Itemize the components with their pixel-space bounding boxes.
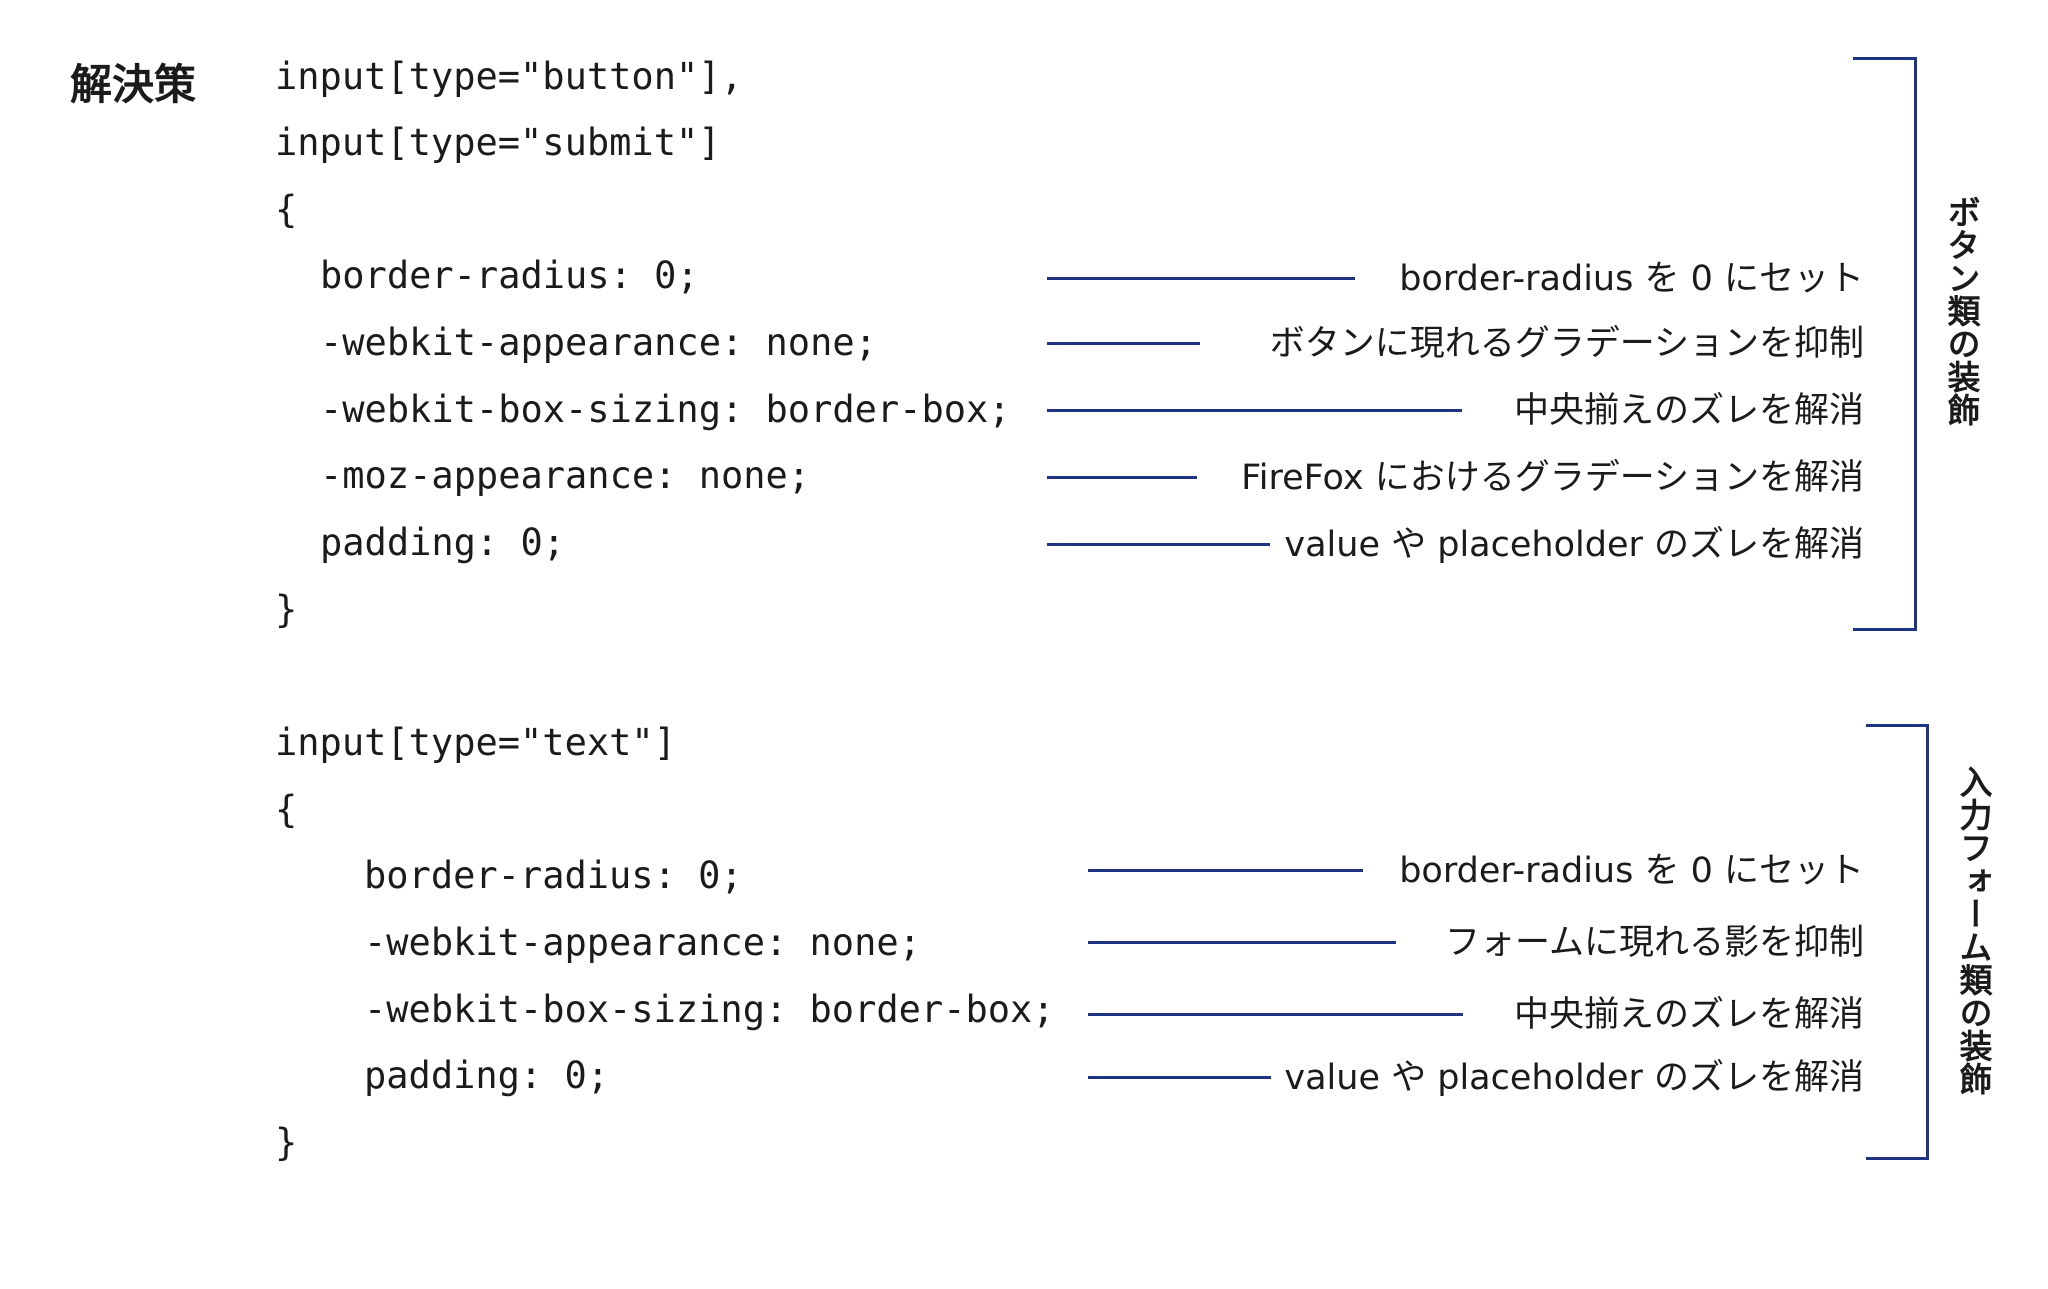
leader-line [1047, 476, 1197, 479]
annotation-note: border-radius を 0 にセット [1399, 851, 1864, 891]
leader-line [1047, 409, 1462, 412]
annotation-note: 中央揃えのズレを解消 [1513, 391, 1864, 431]
leader-line [1088, 869, 1363, 872]
code-line: border-radius: 0; [364, 854, 743, 897]
code-line: input[type="submit"] [275, 121, 721, 164]
code-line: input[type="text"] [275, 721, 676, 764]
leader-line [1047, 543, 1270, 546]
leader-line [1047, 342, 1200, 345]
code-line: { [275, 788, 298, 831]
code-line: -webkit-appearance: none; [364, 921, 921, 964]
annotation-note: 中央揃えのズレを解消 [1513, 995, 1864, 1035]
annotation-note: value や placeholder のズレを解消 [1284, 525, 1864, 565]
leader-line [1088, 941, 1396, 944]
leader-line [1047, 277, 1355, 280]
code-line: } [275, 588, 298, 631]
leader-line [1088, 1013, 1463, 1016]
annotation-note: border-radius を 0 にセット [1399, 259, 1864, 299]
code-line: border-radius: 0; [320, 254, 699, 297]
code-line: -webkit-appearance: none; [320, 321, 877, 364]
code-line: { [275, 188, 298, 231]
heading-solution: 解決策 [70, 60, 197, 109]
code-line: -webkit-box-sizing: border-box; [364, 988, 1055, 1031]
bracket-buttons [1853, 57, 1917, 631]
code-line: } [275, 1121, 298, 1164]
code-line: -moz-appearance: none; [320, 454, 811, 497]
bracket-label-text-input: 入力フォーム類の装飾 [1954, 765, 1993, 1095]
leader-line [1088, 1076, 1271, 1079]
code-line: -webkit-box-sizing: border-box; [320, 388, 1011, 431]
bracket-label-buttons: ボタン類の装飾 [1942, 195, 1981, 426]
code-line: padding: 0; [364, 1054, 610, 1097]
annotation-note: ボタンに現れるグラデーションを抑制 [1269, 324, 1864, 364]
code-line: padding: 0; [320, 521, 566, 564]
annotation-note: value や placeholder のズレを解消 [1284, 1058, 1864, 1098]
bracket-text-input [1866, 724, 1929, 1160]
annotation-note: フォームに現れる影を抑制 [1445, 923, 1864, 963]
code-line: input[type="button"], [275, 55, 743, 98]
annotation-note: FireFox におけるグラデーションを解消 [1241, 458, 1864, 498]
